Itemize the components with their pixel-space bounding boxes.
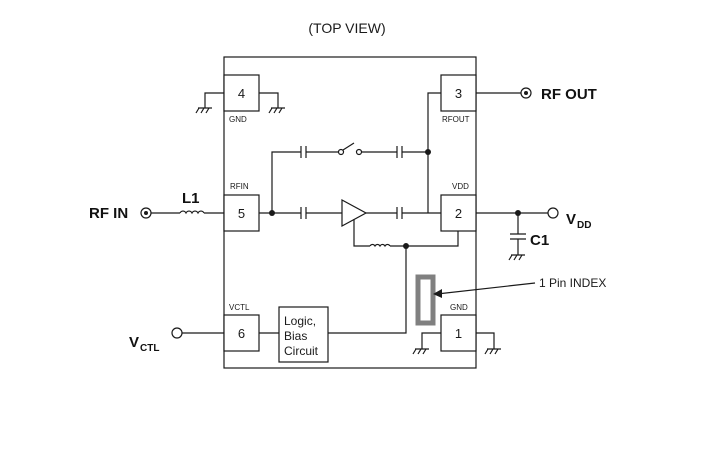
svg-text:V: V (566, 211, 576, 228)
ground-icon (259, 92, 285, 114)
pin-4-label: GND (229, 115, 247, 124)
pin-6-label: VCTL (229, 303, 250, 312)
rf-out-terminal (520, 87, 532, 99)
logic-line-3: Circuit (284, 344, 319, 358)
ground-icon (195, 92, 224, 114)
index-leader-line (436, 282, 536, 295)
switch-icon (337, 142, 363, 156)
wire-amp-bias (353, 219, 370, 247)
ground-icon (476, 332, 501, 355)
pin-5-number: 5 (238, 206, 245, 221)
pin-3-label: RFOUT (442, 115, 470, 124)
diagram-title: (TOP VIEW) (308, 20, 385, 36)
arrow-icon (433, 289, 442, 298)
svg-text:DD: DD (577, 220, 591, 231)
pin-6-number: 6 (238, 326, 245, 341)
wire-bypass-left (271, 151, 301, 213)
wire-bias-logic (328, 246, 407, 334)
pin-1-number: 1 (455, 326, 462, 341)
logic-line-1: Logic, (284, 314, 316, 328)
ground-icon (412, 332, 441, 355)
pin-1-label: GND (450, 303, 468, 312)
capacitor-c1-icon (508, 213, 526, 261)
pin-1: 1 GND (440, 303, 477, 352)
pin-4: 4 GND (223, 74, 260, 124)
wire-node-pin3 (427, 92, 441, 213)
inductor-bias (369, 243, 391, 248)
pin-2-label: VDD (452, 182, 469, 191)
pin-3-number: 3 (455, 86, 462, 101)
svg-text:CTL: CTL (140, 343, 159, 354)
logic-line-2: Bias (284, 329, 307, 343)
rf-in-terminal (140, 207, 152, 219)
pin-4-number: 4 (238, 86, 245, 101)
pin-6: 6 VCTL (223, 303, 260, 352)
pin-2-number: 2 (455, 206, 462, 221)
vdd-terminal (547, 207, 559, 219)
c1-label: C1 (530, 232, 549, 249)
vdd-label: V DD (566, 211, 591, 231)
l1-label: L1 (182, 190, 200, 207)
logic-bias-circuit: Logic, Bias Circuit (278, 306, 329, 363)
pin-index-label: 1 Pin INDEX (539, 276, 606, 290)
vctl-label: V CTL (129, 334, 159, 354)
pin-index-marker (415, 274, 436, 326)
pin-5-label: RFIN (230, 182, 249, 191)
rf-out-label: RF OUT (541, 86, 597, 103)
rf-in-label: RF IN (89, 205, 128, 222)
inductor-l1 (179, 210, 205, 215)
vctl-terminal (171, 327, 183, 339)
svg-text:V: V (129, 334, 139, 351)
wire-bias-pin2 (390, 231, 459, 247)
